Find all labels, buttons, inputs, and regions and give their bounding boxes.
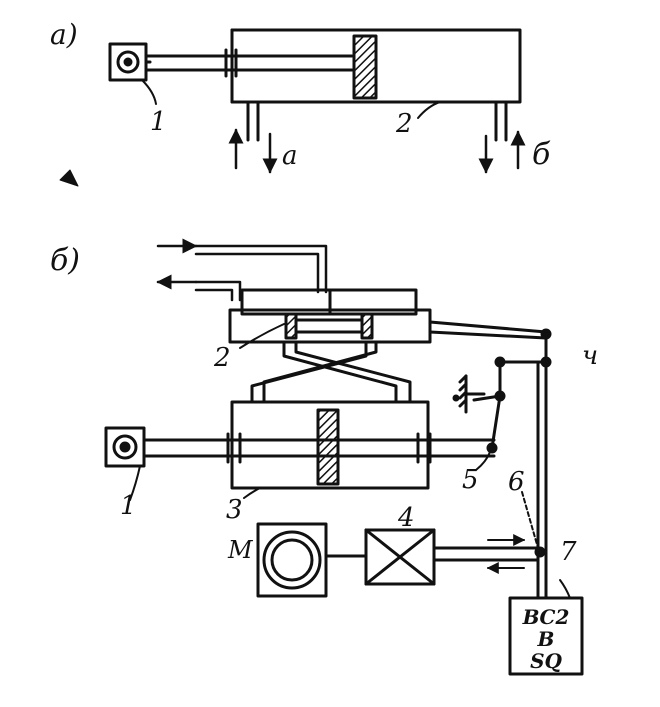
label-controller: 7 xyxy=(560,537,577,567)
rod-a xyxy=(144,48,354,78)
box-4 xyxy=(364,528,436,586)
panel-a-label: а) xyxy=(50,18,78,51)
panel-b-label: б) xyxy=(50,243,80,278)
coupling-1-a xyxy=(108,42,148,82)
controller-line-1: ВС2 xyxy=(522,605,570,629)
label-lever: 5 xyxy=(462,465,479,495)
coupling-1-b xyxy=(104,426,146,468)
supply-lines xyxy=(156,238,328,302)
ports-a xyxy=(246,100,508,142)
ink-mark xyxy=(59,169,79,187)
label-coupling-b: 1 xyxy=(120,491,137,521)
label-cylinder-b: 3 xyxy=(226,495,243,525)
label-valve: 2 xyxy=(213,343,231,373)
label-pivot: 6 xyxy=(508,467,525,497)
controller-line-3: SQ xyxy=(530,649,562,673)
rod-b xyxy=(142,432,496,464)
diagram-a xyxy=(59,28,526,187)
leaders-b xyxy=(129,323,571,599)
cylinder-a xyxy=(230,28,522,104)
label-motor: M xyxy=(227,536,254,564)
label-cylinder-a: 2 xyxy=(395,109,413,139)
leader-1-a xyxy=(141,79,157,105)
diagram-b xyxy=(104,238,584,676)
leader-2-a xyxy=(417,101,441,119)
valve-2 xyxy=(228,288,432,344)
label-port-left: а xyxy=(282,141,298,171)
output-shaft xyxy=(432,534,546,574)
crossing-pipes xyxy=(250,340,412,404)
fixed-support xyxy=(452,374,486,414)
controller-box xyxy=(508,596,584,676)
piston-b xyxy=(316,408,340,486)
labels: а) 1 2 а б б) 2 1 3 4 5 6 7 M ч ВС2 В SQ xyxy=(50,18,598,673)
label-box: 4 xyxy=(397,503,415,533)
motor-m xyxy=(256,522,328,598)
label-coupling-a: 1 xyxy=(150,107,167,137)
label-port-right: б xyxy=(532,137,551,172)
flow-arrows-a xyxy=(228,128,526,174)
controller-line-2: В xyxy=(537,627,555,651)
label-mark: ч xyxy=(582,341,598,371)
piston-a xyxy=(352,34,378,100)
